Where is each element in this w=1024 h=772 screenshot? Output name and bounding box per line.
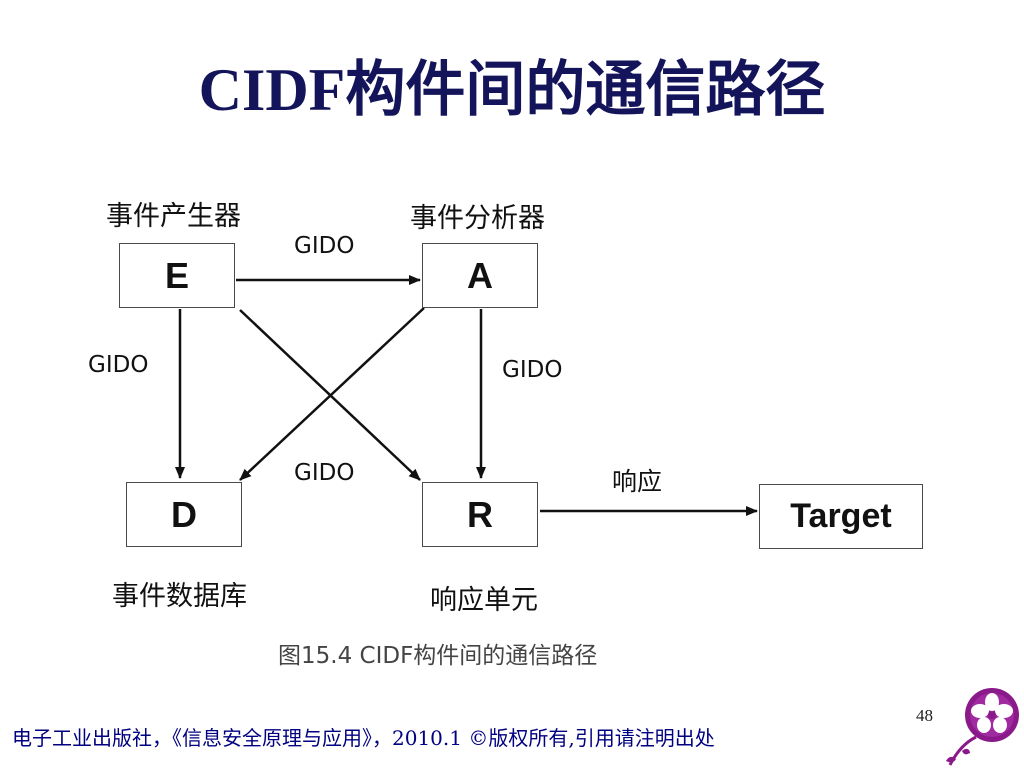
edge-label-e-to-a: GIDO [294,233,355,259]
page-number: 48 [916,706,933,725]
node-a: A [422,243,538,308]
node-target: Target [759,484,923,549]
edge-label-response: 响应 [612,467,663,496]
node-r: R [422,482,538,547]
figure-caption: 图15.4 CIDF构件间的通信路径 [278,643,598,669]
edge-a-to-d [239,307,425,481]
edge-label-cross: GIDO [294,460,355,486]
label-event-analyzer: 事件分析器 [410,203,545,234]
edge-label-e-to-d: GIDO [88,352,149,378]
edge-label-a-to-r: GIDO [502,357,563,383]
flower-logo-icon [942,685,1024,768]
label-event-generator: 事件产生器 [106,201,241,232]
node-d: D [126,482,242,547]
node-e: E [119,243,235,308]
label-event-database: 事件数据库 [112,581,247,612]
footer-copyright: 电子工业出版社，《信息安全原理与应用》，2010.1 ©版权所有,引用请注明出处 [12,726,715,750]
label-response-unit: 响应单元 [430,585,538,616]
slide-title: CIDF构件间的通信路径 [198,57,826,123]
